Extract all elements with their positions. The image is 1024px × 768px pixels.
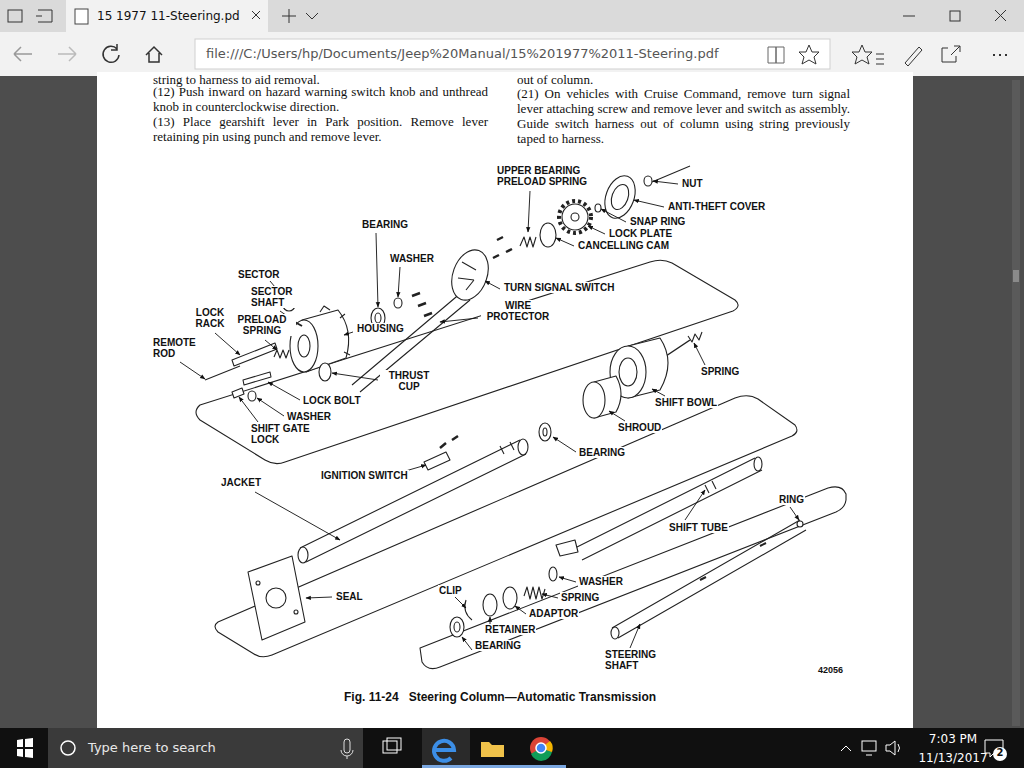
body-text: (13) Place gearshift lever in Park posit… <box>153 114 488 144</box>
part-label: SECTOR <box>237 269 281 280</box>
part-label: SHIFT TUBE <box>668 522 729 533</box>
part-label: SECTOR SHAFT <box>250 286 304 308</box>
part-label: STEERING SHAFT <box>604 649 674 671</box>
search-box-text: Type here to search <box>88 740 216 755</box>
part-label: WASHER <box>389 253 435 264</box>
browser-chrome <box>0 0 1024 76</box>
part-label: REMOTE ROD <box>152 337 206 359</box>
part-label: LOCK RACK <box>187 307 233 329</box>
part-label: WIRE PROTECTOR <box>481 300 555 322</box>
part-label: JACKET <box>220 477 262 488</box>
part-label: RETAINER <box>484 624 536 635</box>
part-label: SHIFT BOWL <box>654 397 718 408</box>
part-label: SHROUD <box>617 422 662 433</box>
part-label: ANTI-THEFT COVER <box>667 201 766 212</box>
part-label: BEARING <box>361 219 409 230</box>
tab-title: 15 1977 11-Steering.pd <box>97 9 240 23</box>
part-label: SEAL <box>335 591 364 602</box>
part-label: CANCELLING CAM <box>577 240 670 251</box>
notification-count: 2 <box>992 747 1008 758</box>
part-label: TURN SIGNAL SWITCH <box>503 282 615 293</box>
part-label: BEARING <box>578 447 626 458</box>
steering-column-illustration <box>180 166 846 669</box>
part-label: LOCK BOLT <box>302 395 362 406</box>
clock-time: 7:03 PM <box>913 732 993 746</box>
pdf-viewer <box>0 72 1024 728</box>
body-text: (21) On vehicles with Cruise Command, re… <box>517 86 850 146</box>
part-label: IGNITION SWITCH <box>320 470 409 481</box>
body-text: (12) Push inward on hazard warning switc… <box>153 84 488 114</box>
part-label: CLIP <box>438 585 463 596</box>
part-label: SNAP RING <box>629 216 686 227</box>
taskbar <box>0 728 1024 768</box>
part-label: ADAPTOR <box>528 608 579 619</box>
part-label: NUT <box>681 178 704 189</box>
address-url: file:///C:/Users/hp/Documents/Jeep%20Man… <box>206 46 719 61</box>
part-label: UPPER BEARING PRELOAD SPRING <box>496 165 598 187</box>
clock-date: 11/13/2017 <box>913 751 993 765</box>
body-text: out of column. <box>517 72 593 87</box>
part-label: LOCK PLATE <box>608 228 673 239</box>
part-label: PRELOAD SPRING <box>228 314 296 336</box>
part-label: RING <box>778 494 805 505</box>
part-label: SPRING <box>560 592 600 603</box>
part-label: BEARING <box>474 640 522 651</box>
part-label: SPRING <box>700 366 740 377</box>
part-label: SHIFT GATE LOCK <box>250 423 318 445</box>
figure-number: 42056 <box>818 665 843 675</box>
part-label: THRUST CUP <box>380 370 438 392</box>
part-label: HOUSING <box>356 323 405 334</box>
part-label: WASHER <box>286 411 332 422</box>
figure-caption: Fig. 11-24 Steering Column—Automatic Tra… <box>344 690 656 704</box>
part-label: WASHER <box>578 576 624 587</box>
